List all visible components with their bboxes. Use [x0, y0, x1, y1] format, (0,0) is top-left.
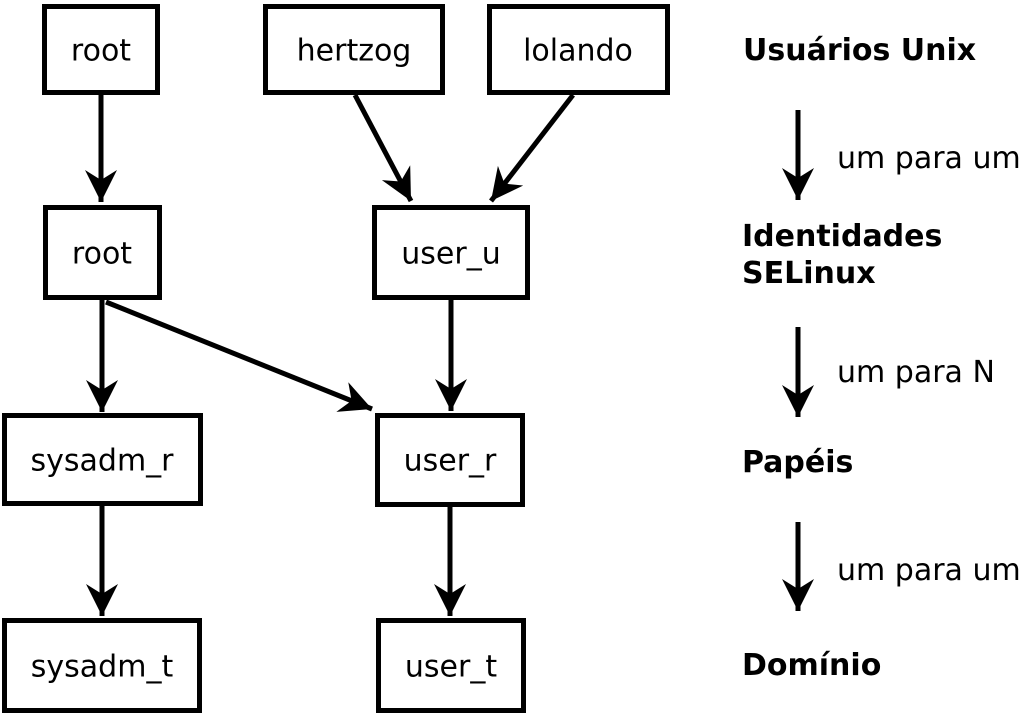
legend-mapping-one-to-n: um para N: [837, 355, 995, 390]
edge-hertzog-to-user-u: [352, 93, 414, 203]
legend-heading-roles: Papéis: [742, 445, 853, 480]
node-label-user-u: user_u: [401, 237, 500, 272]
legend-mapping-one-to-one-1: um para um: [837, 141, 1021, 176]
node-box-user-r: [375, 413, 525, 507]
node-label-lolando: lolando: [523, 34, 633, 69]
legend-heading-domain: Domínio: [742, 648, 881, 683]
node-box-user-t: [376, 618, 526, 713]
node-box-sysadm-t: [2, 618, 202, 713]
node-label-hertzog: hertzog: [297, 34, 412, 69]
node-box-lolando: [487, 4, 670, 95]
legend-heading-identities-line2: SELinux: [742, 256, 876, 291]
node-label-user-r: user_r: [404, 444, 497, 479]
node-box-hertzog: [263, 4, 445, 95]
legend-heading-unix-users: Usuários Unix: [743, 33, 976, 68]
legend-mapping-one-to-one-2: um para um: [837, 553, 1021, 588]
node-label-sysadm-t: sysadm_t: [31, 650, 174, 685]
node-label-sysadm-r: sysadm_r: [31, 444, 175, 479]
legend-heading-identities-line1: Identidades: [742, 219, 942, 254]
node-box-user-u: [372, 205, 530, 300]
node-box-sysadm-r: [2, 413, 203, 506]
node-box-root-selinux: [43, 205, 162, 300]
node-label-root-unix: root: [71, 34, 131, 69]
node-box-root-unix: [42, 4, 160, 95]
node-label-root-selinux: root: [72, 237, 132, 272]
node-label-user-t: user_t: [405, 650, 497, 685]
edge-lolando-to-user-u: [489, 93, 575, 203]
edge-root-selinux-to-user-r: [105, 299, 373, 412]
